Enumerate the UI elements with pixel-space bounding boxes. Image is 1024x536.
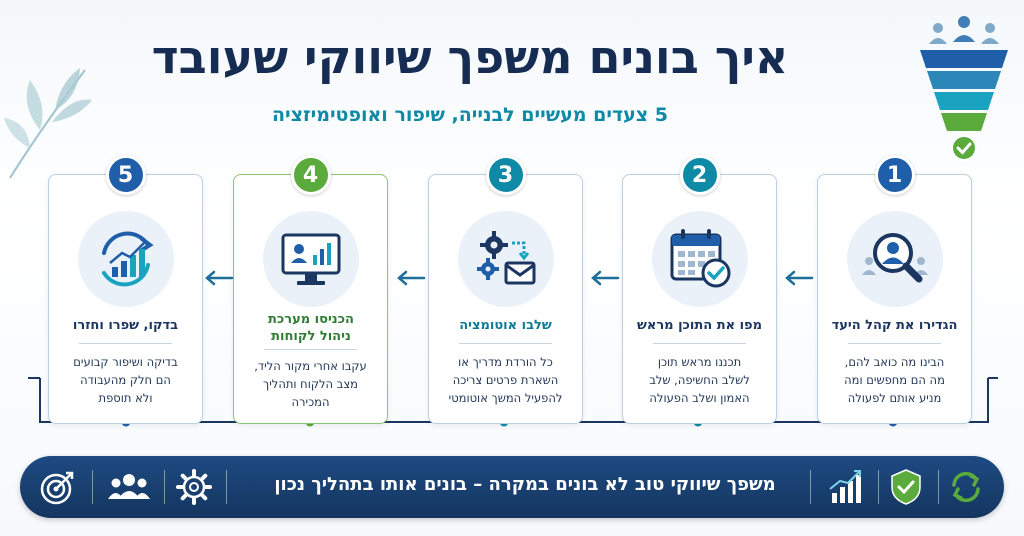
step-number-badge: 5 <box>105 155 146 195</box>
footer-banner: משפך שיווקי טוב לא בונים במקרה – בונים א… <box>20 456 1004 518</box>
flow-arrow-icon <box>591 270 620 286</box>
step-title: בדקו, שפרו וחזרו <box>72 318 179 333</box>
step-number-badge: 1 <box>874 155 915 195</box>
flow-arrow-icon <box>205 270 234 286</box>
team-icon <box>108 474 150 499</box>
growth-cycle-icon <box>101 231 154 287</box>
leaf-decoration-icon <box>4 68 92 179</box>
shield-check-icon <box>891 469 921 505</box>
funnel-people-icon <box>920 16 1008 161</box>
step-card-1: 1 הגדירו את קהל היעד הבינו מה כואב להם,מ… <box>817 155 972 424</box>
step-number-badge: 2 <box>679 155 720 195</box>
flow-arrow-icon <box>397 270 426 286</box>
page-subtitle: 5 צעדים מעשיים לבנייה, שיפור ואופטימיזצי… <box>271 104 669 126</box>
crm-monitor-icon <box>281 233 340 285</box>
footer-message: משפך שיווקי טוב לא בונים במקרה – בונים א… <box>274 474 776 495</box>
calendar-check-icon <box>670 229 730 288</box>
page-title: איך בונים משפך שיווקי שעובד <box>151 30 789 84</box>
step-title: הכניסו מערכת ניהול לקוחות <box>268 312 354 344</box>
gear-icon <box>176 469 212 505</box>
step-number-badge: 3 <box>485 155 526 195</box>
step-title: שלבו אוטומציה <box>459 318 552 333</box>
step-number-badge: 4 <box>290 155 331 195</box>
step-title: הגדירו את קהל היעד <box>831 318 958 333</box>
target-icon <box>40 471 74 505</box>
automation-gears-mail-icon <box>476 231 535 285</box>
growth-chart-icon <box>829 470 861 503</box>
refresh-icon <box>952 471 980 503</box>
step-card-4: 4 הכניסו מערכת ניהול לקוחות עקבו אחרי מק… <box>233 155 388 424</box>
audience-search-icon <box>861 233 928 283</box>
flow-arrow-icon <box>785 270 814 286</box>
step-title: מפו את התוכן מראש <box>637 318 762 333</box>
